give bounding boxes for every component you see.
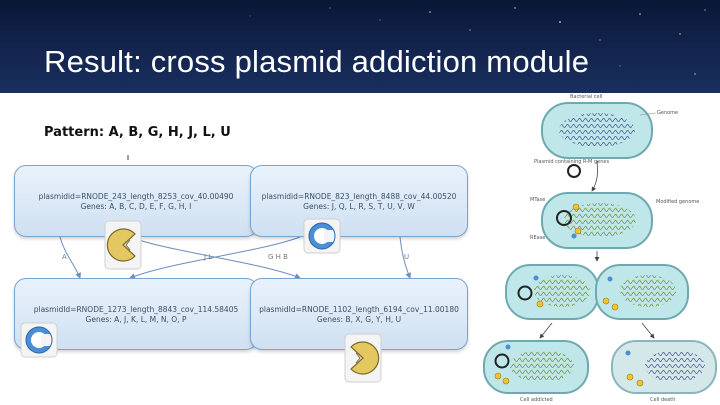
graph-edges	[59, 155, 412, 279]
label-modified-genome: Modified genome	[656, 199, 699, 205]
label-mtase: MTase	[530, 197, 545, 203]
genome-dna	[559, 113, 635, 147]
edge-label-jl: J L	[204, 253, 213, 261]
edge-u	[399, 236, 412, 279]
label-cell-death: Cell death	[650, 397, 675, 403]
slide-header: Result: cross plasmid addiction module	[0, 0, 720, 93]
label-genome: Genome	[657, 110, 678, 116]
plasmid-id: plasmidId=RNODE_1102_length_6194_cov_11.…	[259, 305, 459, 314]
label-plasmid: Plasmid containing R-M genes	[534, 159, 609, 165]
plasmid-genes: Genes: J, Q, L, R, S, T, U, V, W	[303, 202, 415, 211]
plasmid-id: plasmidid=RNODE_243_length_8253_cov_40.0…	[38, 192, 234, 201]
starfield-background	[249, 7, 706, 75]
slide-title: Result: cross plasmid addiction module	[44, 44, 590, 79]
edge-label-a: A	[62, 253, 67, 261]
plasmid-genes: Genes: A, J, K, L, M, N, O, P	[85, 315, 187, 324]
edge-a	[59, 236, 82, 279]
label-cell-addicted: Cell addicted	[520, 397, 553, 403]
antitoxin-icon	[303, 218, 341, 254]
pattern-text: Pattern: A, B, G, H, J, L, U	[44, 125, 231, 140]
plasmid-icon	[567, 164, 581, 178]
toxin-icon	[344, 333, 382, 383]
toxin-icon	[104, 220, 142, 270]
edge-label-ghb: G H B	[268, 253, 288, 261]
addiction-cell-figure: Bacterial cell Genome Plasmid containing…	[483, 94, 717, 403]
edge-label-u: U	[404, 253, 410, 261]
plasmid-genes: Genes: A, B, C, D, E, F, G, H, I	[80, 202, 192, 211]
modified-genome-dna	[564, 203, 636, 237]
plasmid-genes: Genes: B, X, G, Y, H, U	[316, 315, 402, 324]
label-rease: REase	[530, 235, 545, 241]
plasmid-node-823[interactable]: plasmidid=RNODE_823_length_8488_cov_44.0…	[250, 165, 468, 237]
label-bacterial-cell: Bacterial cell	[570, 94, 602, 100]
edge-ghb	[129, 236, 301, 279]
plasmid-id: plasmidid=RNODE_823_length_8488_cov_44.0…	[261, 192, 457, 201]
plasmid-id: plasmidId=RNODE_1273_length_8843_cov_114…	[33, 305, 239, 314]
antitoxin-icon	[20, 322, 58, 358]
